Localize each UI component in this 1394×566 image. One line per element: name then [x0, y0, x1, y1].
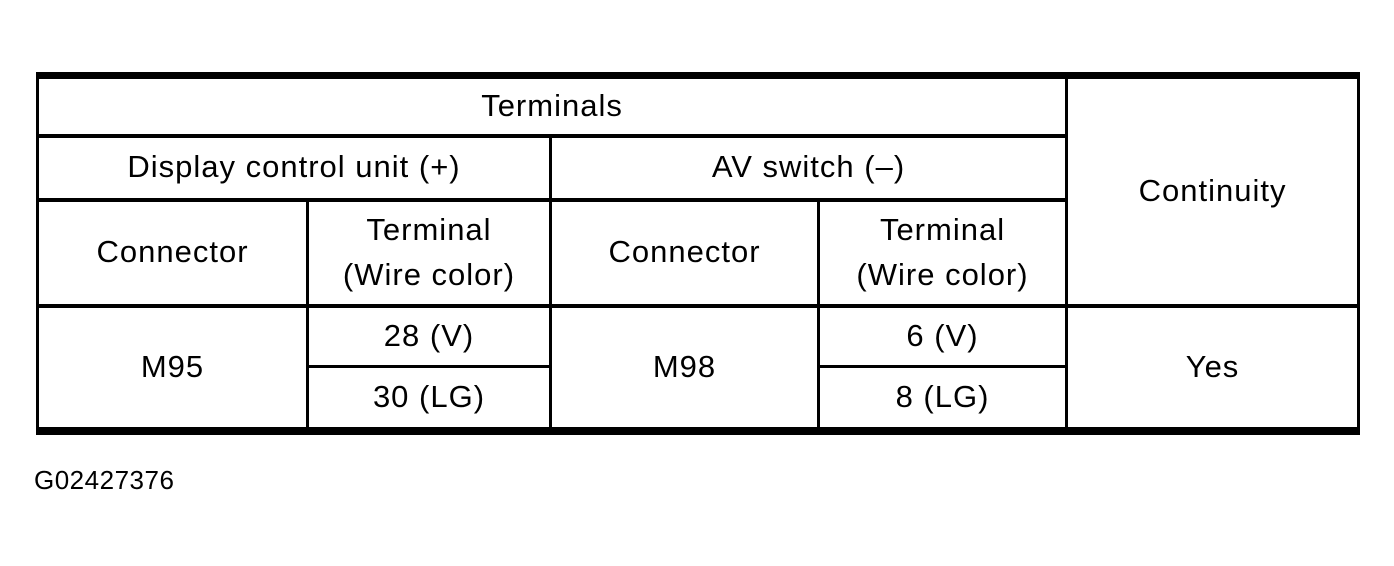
av-switch-header-cell: AV switch (–) — [548, 133, 1069, 202]
left-terminal-value-cell-2: 30 (LG) — [306, 365, 552, 432]
right-connector-header-cell: Connector — [549, 197, 820, 308]
continuity-check-table: Terminals Continuity Display control uni… — [35, 72, 1361, 435]
continuity-value-cell: Yes — [1065, 303, 1361, 432]
terminals-header-cell: Terminals — [35, 74, 1069, 138]
right-terminal-value-cell-1: 6 (V) — [816, 303, 1069, 368]
left-terminal-value-cell-1: 28 (V) — [306, 303, 552, 368]
left-connector-value-cell: M95 — [36, 303, 309, 432]
left-terminal-header-cell: Terminal (Wire color) — [306, 197, 552, 308]
continuity-header-cell: Continuity — [1065, 74, 1361, 308]
right-terminal-header-cell: Terminal (Wire color) — [816, 197, 1069, 308]
figure-id-label: G02427376 — [34, 465, 175, 495]
table-row: M95 28 (V) M98 6 (V) Yes — [36, 303, 1361, 432]
right-connector-value-cell: M98 — [549, 303, 820, 432]
display-control-unit-header-cell: Display control unit (+) — [36, 133, 552, 202]
right-terminal-value-cell-2: 8 (LG) — [816, 365, 1069, 432]
table-row: Display control unit (+) AV switch (–) — [36, 133, 1359, 202]
table-row: Connector Terminal (Wire color) Connecto… — [36, 197, 1359, 308]
table-row: 30 (LG) 8 (LG) — [38, 365, 1359, 432]
table-row: Terminals Continuity — [35, 74, 1361, 308]
left-connector-header-cell: Connector — [36, 197, 309, 308]
